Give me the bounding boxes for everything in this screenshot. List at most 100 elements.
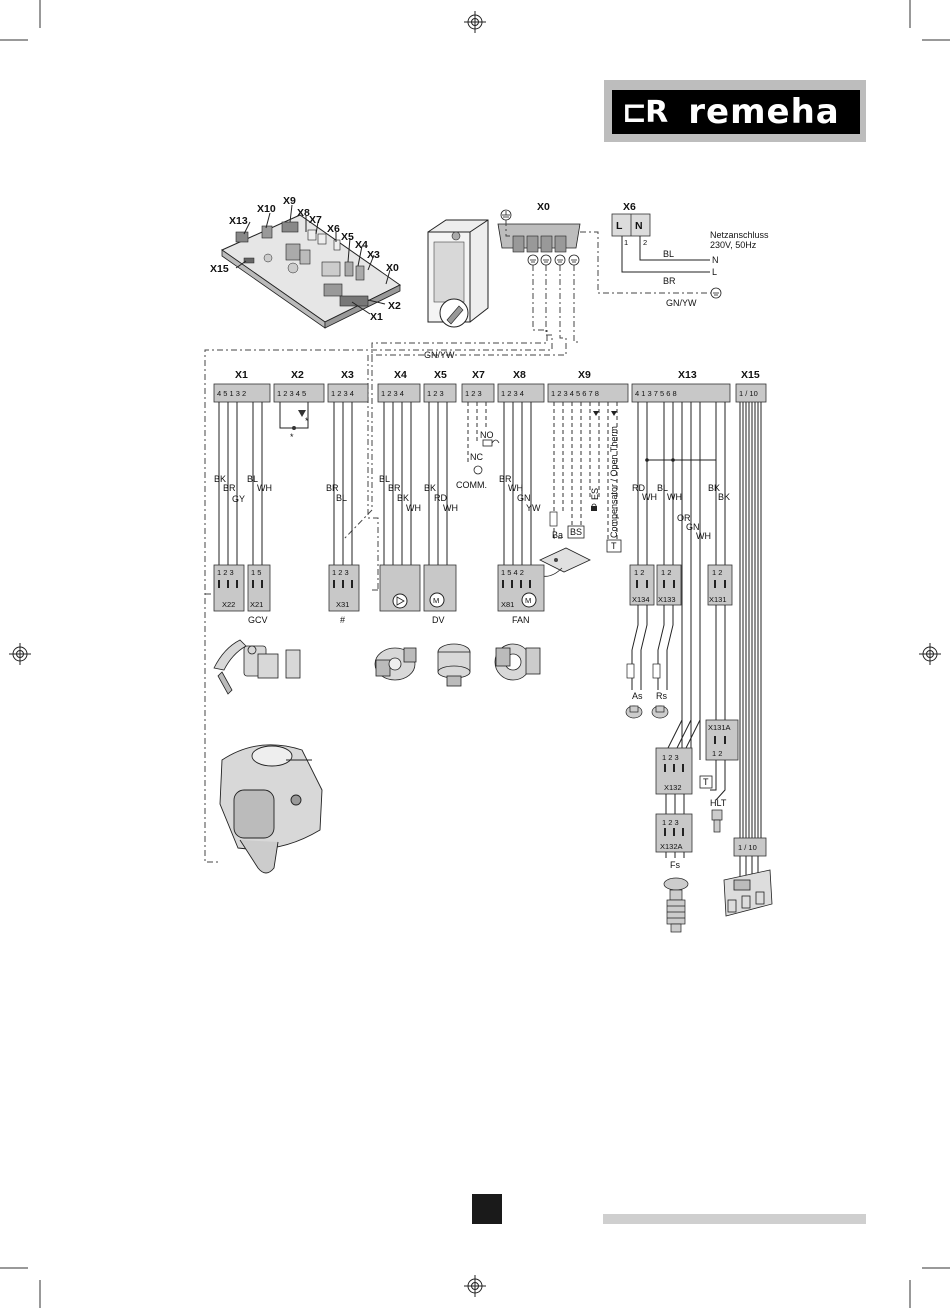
as-label: As bbox=[632, 691, 643, 701]
x13-wire-bk: BK bbox=[708, 483, 720, 493]
x2-asterisk-2: * bbox=[305, 416, 309, 426]
plug-x133: 1 2 X133 bbox=[656, 564, 682, 606]
svg-text:1 / 10: 1 / 10 bbox=[739, 389, 758, 398]
logo-mark: ⊏R bbox=[622, 94, 668, 130]
svg-text:1 / 10: 1 / 10 bbox=[738, 843, 757, 852]
x0-label: X0 bbox=[537, 201, 550, 213]
svg-text:1 2 3 4 5: 1 2 3 4 5 bbox=[277, 389, 306, 398]
strip-label-x15: X15 bbox=[741, 369, 760, 381]
svg-text:1 2 3: 1 2 3 bbox=[662, 753, 679, 762]
terminal-strip-x8: 1 2 3 4 bbox=[497, 383, 545, 403]
rs-label: Rs bbox=[656, 691, 667, 701]
svg-text:X134: X134 bbox=[632, 595, 650, 604]
terminal-strip-x2: 1 2 3 4 5 bbox=[273, 383, 325, 403]
board-label-x0: X0 bbox=[386, 262, 399, 274]
plug-x131: 1 2 X131 bbox=[707, 564, 733, 606]
strip-label-x5: X5 bbox=[434, 369, 447, 381]
x6-gnyw: GN/YW bbox=[666, 298, 697, 308]
pump-illustration bbox=[374, 647, 417, 681]
board-label-x6: X6 bbox=[327, 223, 340, 235]
board-label-x9: X9 bbox=[283, 195, 296, 207]
x13-wire-bl: BL bbox=[657, 483, 668, 493]
strip-label-x13: X13 bbox=[678, 369, 697, 381]
board-label-x4: X4 bbox=[355, 239, 368, 251]
svg-text:X133: X133 bbox=[658, 595, 676, 604]
brand-logo: ⊏R remeha bbox=[604, 80, 866, 142]
x7-no: NO bbox=[480, 430, 494, 440]
mains-n: N bbox=[712, 255, 719, 265]
svg-text:X131A: X131A bbox=[708, 723, 731, 732]
mains-title: Netzanschluss bbox=[710, 230, 769, 240]
svg-text:X31: X31 bbox=[336, 600, 349, 609]
svg-text:1 2 3 4: 1 2 3 4 bbox=[331, 389, 354, 398]
dv-label: DV bbox=[432, 615, 445, 625]
svg-text:1 2: 1 2 bbox=[661, 568, 671, 577]
x9-t-box bbox=[606, 539, 622, 553]
board-label-x8: X8 bbox=[297, 207, 310, 219]
x0-terminal-block bbox=[497, 223, 581, 253]
strip-label-x2: X2 bbox=[291, 369, 304, 381]
board-label-x3: X3 bbox=[367, 249, 380, 261]
terminal-strip-x5: 1 2 3 bbox=[423, 383, 457, 403]
plug-x81: 1 5 4 2 X81 M bbox=[497, 564, 545, 612]
hlt-t-box bbox=[699, 775, 713, 789]
strip-label-x1: X1 bbox=[235, 369, 248, 381]
x2-asterisk: * bbox=[290, 432, 294, 442]
plug-x15: 1 / 10 bbox=[733, 837, 767, 857]
control-module-icon bbox=[723, 869, 773, 917]
hlt-t: T bbox=[703, 777, 709, 787]
board-label-x10: X10 bbox=[257, 203, 276, 215]
strip-label-x8: X8 bbox=[513, 369, 526, 381]
thermistor-icon bbox=[626, 663, 635, 679]
fan-motor-icon: M bbox=[525, 596, 531, 605]
x13-wire-wh-2: WH bbox=[667, 492, 682, 502]
heat-exchanger-illustration bbox=[219, 744, 323, 874]
plug-x22: 1 2 3 X22 bbox=[213, 564, 245, 612]
x3-wire-bl: BL bbox=[336, 493, 347, 503]
terminal-strip-x7: 1 2 3 bbox=[461, 383, 495, 403]
x1-wire-wh: WH bbox=[257, 483, 272, 493]
x6-pin-n: N bbox=[635, 220, 643, 232]
pump-icon bbox=[396, 596, 405, 606]
terminal-strip-x9: 1 2 3 4 5 6 7 8 bbox=[547, 383, 629, 403]
x6-wire-br: BR bbox=[663, 276, 676, 286]
diverter-valve-illustration bbox=[437, 643, 471, 687]
svg-text:1 2 3: 1 2 3 bbox=[662, 818, 679, 827]
svg-text:1 2 3: 1 2 3 bbox=[465, 389, 482, 398]
x13-wire-bk-2: BK bbox=[718, 492, 730, 502]
svg-text:X21: X21 bbox=[250, 600, 263, 609]
plug-x131a: X131A 1 2 bbox=[705, 719, 739, 761]
x1-wire-br: BR bbox=[223, 483, 236, 493]
plug-x31: 1 2 3 X31 bbox=[328, 564, 360, 612]
plug-x132: 1 2 3 X132 bbox=[655, 747, 693, 795]
svg-text:4 5 1 3 2: 4 5 1 3 2 bbox=[217, 389, 246, 398]
x8-wire-br: BR bbox=[499, 474, 512, 484]
hlt-sensor-icon bbox=[711, 809, 723, 833]
fan-illustration bbox=[494, 643, 541, 681]
x9-compensator: Compensator / Open Therm bbox=[609, 426, 619, 538]
terminal-strip-x1: 4 5 1 3 2 bbox=[213, 383, 271, 403]
fs-label: Fs bbox=[670, 860, 680, 870]
x8-wire-wh: WH bbox=[508, 483, 523, 493]
svg-text:1 2 3: 1 2 3 bbox=[332, 568, 349, 577]
board-label-x2: X2 bbox=[388, 300, 401, 312]
mains-spec: 230V, 50Hz bbox=[710, 240, 757, 250]
x6-wire-bl: BL bbox=[663, 249, 674, 259]
x8-wire-gn: GN bbox=[517, 493, 531, 503]
x4-wire-br: BR bbox=[388, 483, 401, 493]
fan-label: FAN bbox=[512, 615, 530, 625]
hlt-label: HLT bbox=[710, 798, 727, 808]
strip-label-x3: X3 bbox=[341, 369, 354, 381]
svg-text:1 2 3: 1 2 3 bbox=[217, 568, 234, 577]
x9-es: ES bbox=[590, 488, 600, 500]
svg-text:X22: X22 bbox=[222, 600, 235, 609]
x4-wire-bk: BK bbox=[397, 493, 409, 503]
plug-x132a: 1 2 3 X132A bbox=[655, 813, 693, 853]
mains-l: L bbox=[712, 267, 717, 277]
x13-wire-or: OR bbox=[677, 513, 691, 523]
x9-bs: BS bbox=[570, 527, 582, 537]
x6-pin-1: 1 bbox=[624, 238, 628, 247]
sensor-icon bbox=[292, 410, 306, 430]
x5-wire-bk: BK bbox=[424, 483, 436, 493]
